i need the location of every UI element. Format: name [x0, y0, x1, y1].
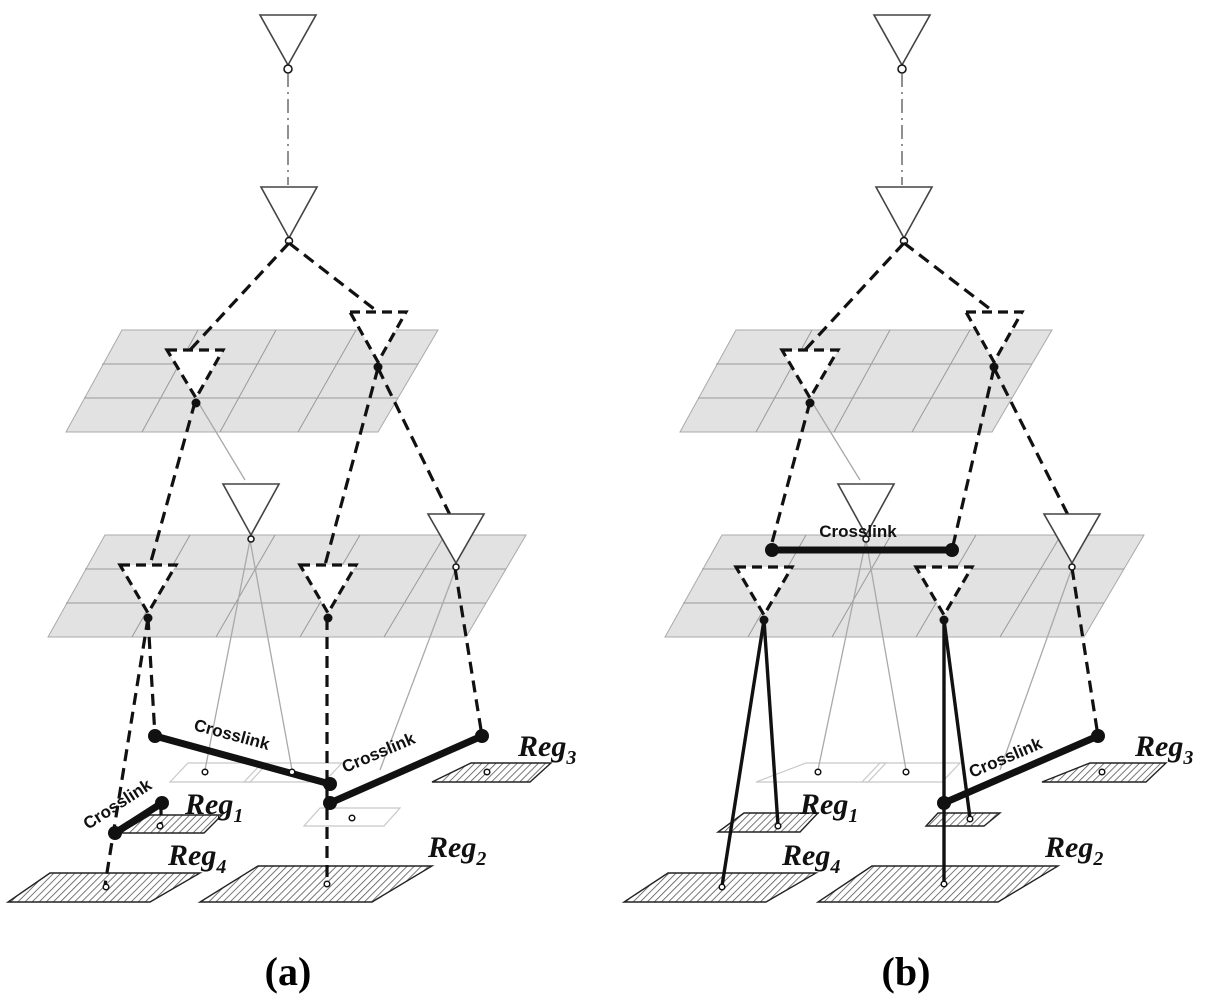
trunk-a	[258, 14, 319, 246]
reg3-label: Reg3	[1134, 730, 1193, 769]
buffers-a	[117, 310, 486, 623]
reg3-label: Reg3	[517, 730, 576, 769]
faint-sink	[302, 807, 402, 827]
sink-pins-a	[102, 768, 491, 891]
root-buffer-output	[897, 64, 907, 74]
reg2-label: Reg2	[1044, 831, 1103, 870]
crosslink-wire	[111, 799, 166, 837]
trunk-b	[872, 14, 934, 246]
panel-a-caption: (a)	[265, 949, 312, 994]
crosslink-wire	[326, 732, 486, 807]
upper-left-buffer	[164, 348, 226, 402]
mid-buffer	[221, 483, 281, 537]
root-buffer-triangle	[872, 14, 932, 67]
sinks-a	[5, 762, 553, 903]
lower-middle-buffer	[297, 563, 359, 617]
region-labels-a: Reg1 Reg2 Reg3 Reg4	[167, 730, 576, 878]
upper-grid-plane-b	[679, 329, 1053, 433]
reg1-label: Reg1	[184, 788, 243, 827]
solid-tree-b	[720, 619, 972, 887]
crosslink-wire	[940, 732, 1102, 807]
region-labels-b: Reg1 Reg2 Reg3 Reg4	[781, 730, 1193, 878]
faint-wires-b	[811, 401, 1073, 771]
reg4-label: Reg4	[167, 839, 226, 878]
panel-b-caption: (b)	[882, 949, 931, 994]
reg4-label: Reg4	[781, 839, 840, 878]
lower-left-buffer	[733, 565, 795, 619]
root-buffer-triangle	[258, 14, 318, 67]
crosslink-wire	[151, 732, 334, 788]
mid-right-buffer	[1042, 513, 1102, 565]
mid-buffer	[836, 483, 896, 537]
panel-a: Crosslink Crosslink Crosslink Reg1 Reg2 …	[5, 14, 576, 994]
trunk-buffer-triangle	[874, 186, 934, 240]
reg2-label: Reg2	[427, 831, 486, 870]
dashed-tree-a	[103, 241, 484, 886]
trunk-buffer-triangle	[259, 186, 319, 240]
faint-wires-a	[197, 401, 457, 771]
reg1-sink	[715, 812, 820, 833]
reg2-sink	[815, 865, 1061, 903]
upper-grid-plane-a	[65, 329, 439, 433]
upper-right-buffer	[347, 310, 409, 366]
reg1-label: Reg1	[799, 788, 858, 827]
reg-sink-small	[924, 812, 1002, 827]
upper-right-buffer	[963, 310, 1025, 366]
panel-b: Crosslink Crosslink Reg1 Reg2 Reg3 Reg4 …	[621, 14, 1193, 994]
reg3-sink	[431, 762, 553, 783]
buffers-b	[733, 310, 1102, 625]
dashed-tree-b	[768, 241, 1100, 737]
crosslink-label: Crosslink	[819, 522, 897, 541]
reg2-sink	[197, 865, 435, 903]
lower-left-buffer	[117, 563, 179, 617]
mid-right-buffer	[426, 513, 486, 565]
faint-sink	[860, 762, 962, 783]
lower-middle-buffer	[913, 565, 975, 619]
upper-left-buffer	[779, 348, 841, 402]
root-buffer-output	[283, 64, 293, 74]
sink-pins-b	[718, 768, 1106, 891]
